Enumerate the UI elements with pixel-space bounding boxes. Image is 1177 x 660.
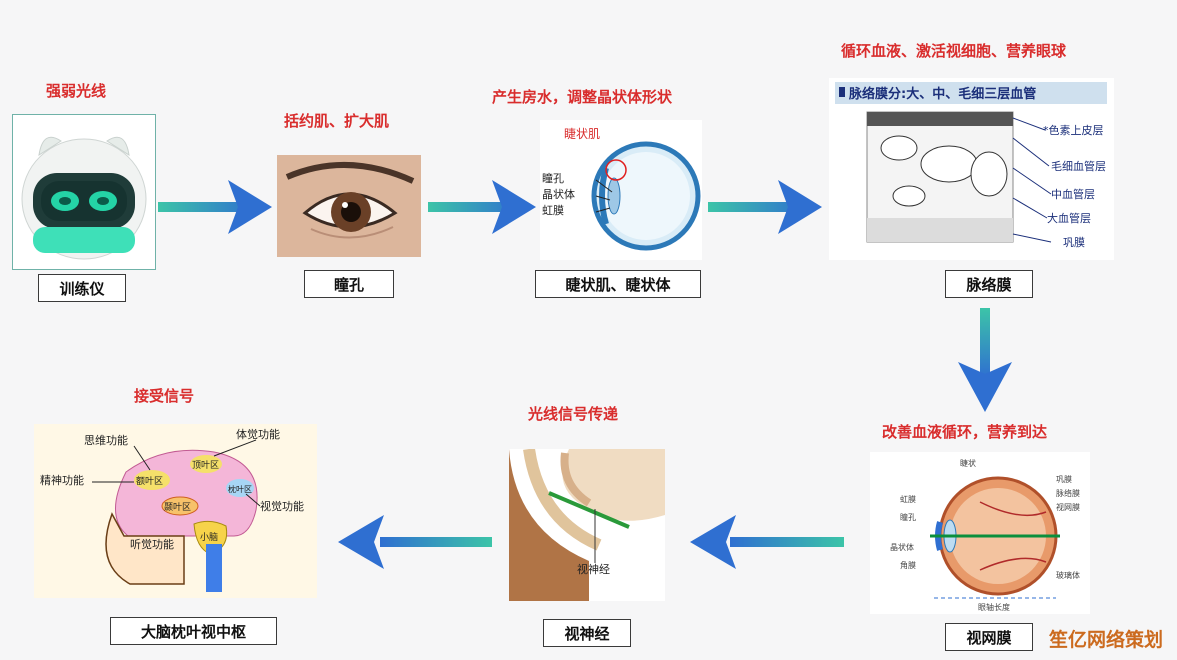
brain-region-frontal: 额叶区 [136,475,163,487]
choroid-layer-2: 毛细血管层 [1051,159,1106,173]
watermark-text: 笙亿网络策划 [1048,629,1163,651]
label-optic-nerve: 视神经 [543,619,631,647]
nerve-label: 视神经 [577,562,610,576]
caption-circulation: 改善血液循环，营养到达 [882,423,1048,441]
brain-region-cerebellum: 小脑 [200,531,218,543]
ciliary-image: 睫状肌 瞳孔 晶状体 虹膜 [540,120,702,260]
optic-nerve-image: 视神经 [509,449,665,601]
retina-label-lens: 晶状体 [890,542,914,552]
brain-func-body: 体觉功能 [236,427,280,441]
ciliary-diagram: 睫状肌 瞳孔 晶状体 虹膜 [542,127,701,251]
label-pupil: 瞳孔 [304,270,394,298]
brain-func-hearing: 听觉功能 [130,537,174,551]
choroid-layer-3: 中血管层 [1051,187,1095,201]
eye-photo-icon [277,155,421,257]
label-visual-cortex: 大脑枕叶视中枢 [110,617,277,645]
label-retina: 视网膜 [945,623,1033,651]
eyeball-diagram: 睫状 虹膜 瞳孔 晶状体 角膜 巩膜 脉络膜 视网膜 玻璃体 眼轴长度 [890,458,1080,612]
choroid-layer-4: 大血管层 [1047,211,1091,225]
training-device-image [12,114,156,270]
choroid-diagram: 脉络膜分:大、中、毛细三层血管 *色素上皮层 毛细血管层 中血管层 大血管层 巩… [835,82,1107,249]
optic-nerve-diagram: 视神经 [509,449,665,601]
retina-label-retina: 视网膜 [1056,502,1080,512]
retina-label-axis: 眼轴长度 [978,602,1010,612]
caption-receive: 接受信号 [134,387,195,405]
caption-blood: 循环血液、激活视细胞、营养眼球 [841,42,1067,60]
brain-diagram: 额叶区 顶叶区 枕叶区 颞叶区 小脑 思维功能 体觉功能 精神功能 视觉功能 听… [40,427,304,592]
choroid-title: 脉络膜分:大、中、毛细三层血管 [848,86,1036,102]
brain-region-parietal: 顶叶区 [192,460,219,471]
label-choroid: 脉络膜 [945,270,1033,298]
ciliary-top-label: 睫状肌 [564,127,600,141]
caption-light: 强弱光线 [46,82,107,100]
retina-label-choroid: 脉络膜 [1056,488,1080,498]
arrow-2 [428,180,536,234]
choroid-image: 脉络膜分:大、中、毛细三层血管 *色素上皮层 毛细血管层 中血管层 大血管层 巩… [829,78,1114,260]
retina-label-top: 睫状 [960,458,976,468]
brain-func-thinking: 思维功能 [84,433,128,447]
choroid-layer-1: *色素上皮层 [1043,123,1104,137]
brain-region-temporal: 颞叶区 [164,502,191,513]
caption-sphincter: 括约肌、扩大肌 [284,112,390,130]
arrow-4 [958,308,1012,412]
choroid-layer-5: 巩膜 [1063,236,1085,249]
retina-label-vitreous: 玻璃体 [1056,570,1080,580]
retina-label-pupil: 瞳孔 [900,512,916,522]
pupil-image [277,155,421,257]
device-icon [21,136,147,260]
label-ciliary: 睫状肌、睫状体 [535,270,701,298]
brain-func-vision: 视觉功能 [260,499,304,513]
ciliary-label-lens: 晶状体 [542,187,575,201]
retina-label-cornea: 角膜 [900,560,916,570]
label-trainer: 训练仪 [38,274,126,302]
brain-func-mental: 精神功能 [40,473,84,487]
arrow-3 [708,180,822,234]
ciliary-label-iris: 虹膜 [542,204,564,217]
caption-signal: 光线信号传递 [528,405,619,423]
caption-aqueous: 产生房水，调整晶状体形状 [492,88,673,106]
arrow-1 [158,180,272,234]
ciliary-label-pupil: 瞳孔 [542,171,564,185]
retina-label-iris: 虹膜 [900,494,916,504]
arrow-5 [690,515,844,569]
retina-label-sclera: 巩膜 [1056,474,1072,484]
arrow-6 [338,515,492,569]
brain-image: 额叶区 顶叶区 枕叶区 颞叶区 小脑 思维功能 体觉功能 精神功能 视觉功能 听… [34,424,317,598]
retina-image: 睫状 虹膜 瞳孔 晶状体 角膜 巩膜 脉络膜 视网膜 玻璃体 眼轴长度 [870,452,1090,614]
brain-region-occipital: 枕叶区 [228,484,252,494]
